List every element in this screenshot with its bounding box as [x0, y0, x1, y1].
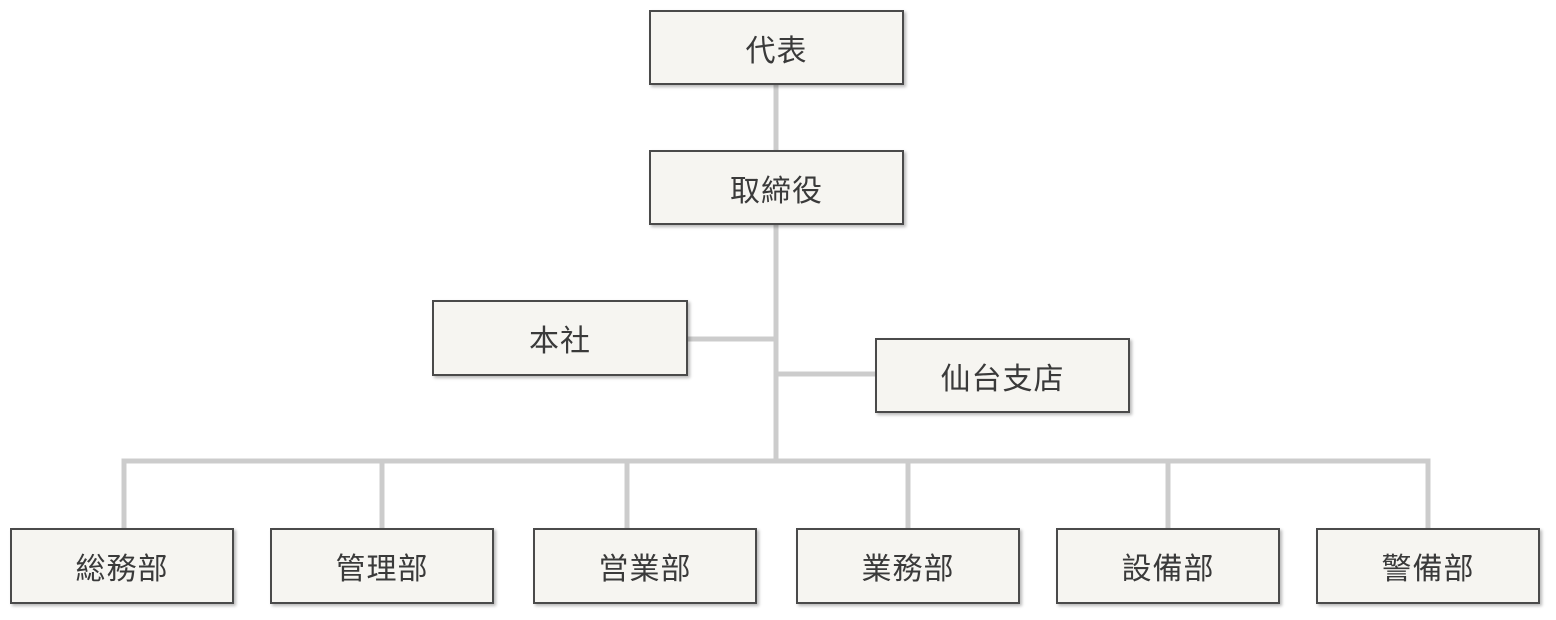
node-dept-security: 警備部	[1316, 528, 1540, 604]
node-dept-facilities: 設備部	[1056, 528, 1280, 604]
node-label: 代表	[745, 33, 808, 69]
node-dept-general-affairs: 総務部	[10, 528, 234, 604]
node-label: 管理部	[335, 552, 429, 587]
node-label: 設備部	[1121, 552, 1215, 587]
node-dept-operations: 業務部	[796, 528, 1020, 604]
node-representative: 代表	[649, 10, 904, 85]
node-dept-management: 管理部	[270, 528, 494, 604]
node-label: 仙台支店	[940, 361, 1065, 397]
node-directors: 取締役	[649, 150, 904, 225]
node-label: 営業部	[598, 552, 692, 587]
node-dept-sales: 営業部	[533, 528, 757, 604]
node-head-office: 本社	[432, 300, 688, 376]
node-label: 業務部	[861, 552, 955, 587]
node-label: 総務部	[75, 552, 169, 587]
node-label: 取締役	[730, 173, 823, 209]
node-sendai-branch: 仙台支店	[875, 338, 1130, 413]
node-label: 本社	[529, 324, 591, 359]
node-label: 警備部	[1381, 552, 1475, 587]
